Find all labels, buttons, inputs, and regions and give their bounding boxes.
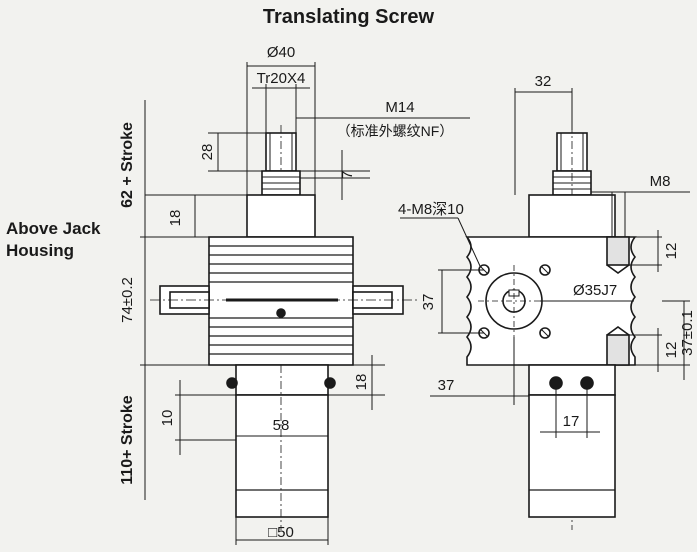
dim-28: 28 <box>199 144 216 161</box>
dim-10: 10 <box>159 410 176 427</box>
side-view <box>465 125 637 530</box>
housing-label: Above Jack Housing <box>6 218 146 262</box>
front-view <box>150 125 420 530</box>
side-hole-bottom <box>606 334 630 366</box>
dim-m14: M14 <box>385 99 414 116</box>
side-top-block <box>528 194 616 238</box>
lifting-tube <box>235 394 329 518</box>
dim-d40: Ø40 <box>267 44 295 61</box>
dim-12-top: 12 <box>663 243 680 260</box>
housing-label-line1: Above Jack <box>6 219 101 238</box>
dim-37-bottom: 37 <box>438 377 455 394</box>
dim-62-stroke: 62 + Stroke <box>119 122 136 208</box>
side-bottom-collar <box>528 364 616 396</box>
dim-37-left: 37 <box>420 294 437 311</box>
dim-sq50: □50 <box>268 524 294 541</box>
dim-110-stroke: 110+ Stroke <box>119 395 136 485</box>
dim-35j7: Ø35J7 <box>573 282 617 299</box>
bottom-collar <box>235 364 329 396</box>
dim-32: 32 <box>535 73 552 90</box>
housing-label-line2: Housing <box>6 241 74 260</box>
side-dimensions <box>400 88 690 438</box>
dim-18-bottom: 18 <box>353 374 370 391</box>
dim-tr20x4: Tr20X4 <box>257 70 306 87</box>
top-block <box>246 194 316 238</box>
side-lifting-tube <box>528 394 616 518</box>
dim-m8: M8 <box>650 173 671 190</box>
dim-74: 74±0.2 <box>119 277 136 323</box>
dim-58: 58 <box>273 417 290 434</box>
dim-18-top: 18 <box>167 210 184 227</box>
center-mark <box>276 308 286 318</box>
housing-fins <box>209 245 353 355</box>
dim-17: 17 <box>563 413 580 430</box>
dim-12-bottom: 12 <box>663 342 680 359</box>
side-hole-top <box>606 236 630 266</box>
dim-37-right: 37±0.1 <box>679 310 696 356</box>
front-dimensions <box>140 62 470 545</box>
dim-4-m8: 4-M8深10 <box>398 201 464 218</box>
dim-7: 7 <box>339 171 356 179</box>
drawing-title: Translating Screw <box>262 6 435 28</box>
dim-m14-note: （标准外螺纹NF） <box>337 123 454 139</box>
